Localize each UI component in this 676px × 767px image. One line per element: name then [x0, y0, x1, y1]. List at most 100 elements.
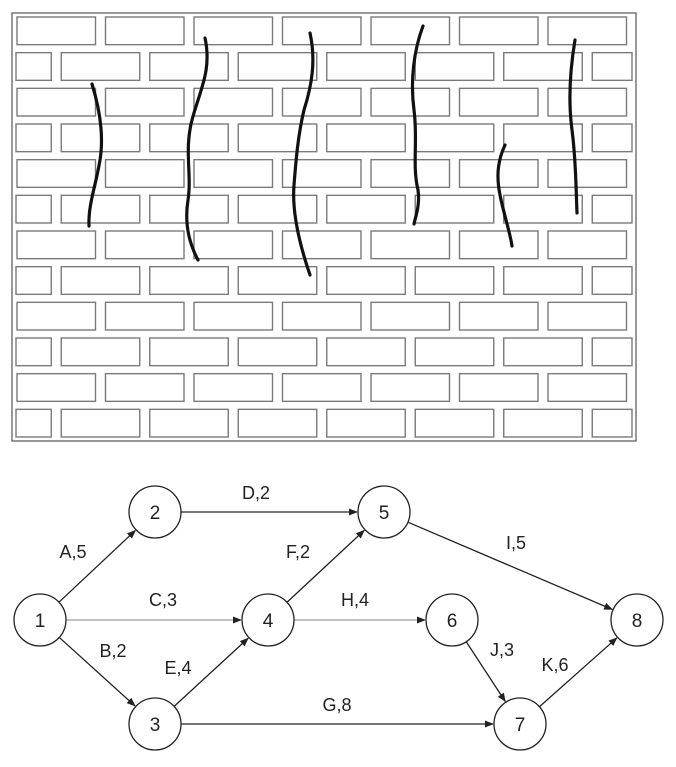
network-edges [58, 508, 618, 728]
brick [503, 265, 583, 296]
node-1: 1 [13, 593, 67, 647]
brick [16, 301, 97, 331]
brick [547, 301, 628, 331]
brick [15, 123, 52, 153]
node-circle [128, 485, 182, 539]
brick [15, 408, 52, 438]
brick [15, 265, 52, 296]
brick [237, 408, 318, 438]
edge-1-3 [58, 636, 136, 707]
brick [414, 123, 495, 153]
brick [104, 158, 185, 189]
wall-outline [11, 12, 637, 442]
brick [591, 194, 633, 224]
node-4: 4 [241, 593, 295, 647]
brick [15, 194, 52, 224]
node-label: 5 [379, 503, 390, 524]
brick [591, 337, 633, 367]
brick [193, 230, 274, 260]
brick [547, 16, 628, 46]
node-circle [610, 593, 664, 647]
brick [414, 408, 495, 438]
node-3: 3 [128, 697, 182, 751]
brick [237, 337, 318, 367]
node-label: 4 [263, 611, 274, 632]
node-circle [13, 593, 67, 647]
brick [237, 265, 318, 296]
brick [60, 408, 141, 438]
edge-label-1-2: A,5 [59, 542, 86, 562]
node-8: 8 [610, 593, 664, 647]
brick [458, 87, 539, 117]
brick [458, 230, 539, 260]
brick-wall [11, 12, 637, 442]
brick [458, 16, 539, 46]
brick [326, 123, 406, 153]
brick [370, 372, 451, 403]
node-2: 2 [128, 485, 182, 539]
brick [458, 301, 539, 331]
brick [547, 372, 628, 403]
brick [60, 194, 141, 224]
edge-label-4-5: F,2 [286, 542, 310, 562]
brick [370, 158, 451, 189]
brick [503, 123, 583, 153]
brick [60, 51, 141, 82]
brick [326, 408, 406, 438]
activity-network: A,5C,3B,2D,2F,2E,4H,4G,8J,3I,5K,6 123456… [13, 483, 664, 751]
brick [547, 87, 628, 117]
brick [237, 51, 318, 82]
node-label: 2 [150, 503, 161, 524]
edge-label-3-7: G,8 [322, 695, 351, 715]
crack [410, 24, 425, 226]
crack [87, 82, 104, 228]
brick [149, 337, 229, 367]
node-label: 7 [515, 715, 526, 736]
edge-6-7 [465, 641, 506, 703]
brick [193, 301, 274, 331]
cracks [87, 24, 579, 277]
brick [16, 87, 97, 117]
node-7: 7 [493, 697, 547, 751]
brick [104, 87, 185, 117]
node-circle [493, 697, 547, 751]
crack [185, 36, 209, 262]
brick [326, 51, 406, 82]
crack [568, 38, 579, 215]
node-label: 8 [632, 611, 643, 632]
brick [547, 230, 628, 260]
brick [16, 230, 97, 260]
brick [370, 16, 451, 46]
crack [292, 31, 315, 277]
edge-7-8 [539, 637, 618, 708]
edge-label-2-5: D,2 [242, 483, 270, 503]
brick [149, 408, 229, 438]
brick [104, 301, 185, 331]
brick [591, 408, 633, 438]
brick [16, 158, 97, 189]
brick [547, 158, 628, 189]
brick [15, 51, 52, 82]
edge-1-2 [58, 529, 136, 603]
node-label: 6 [447, 611, 458, 632]
node-circle [425, 593, 479, 647]
brick [326, 337, 406, 367]
brick [414, 194, 495, 224]
brick [193, 372, 274, 403]
brick [16, 372, 97, 403]
edge-label-1-4: C,3 [149, 590, 177, 610]
network-nodes: 1 2 3 4 5 6 7 8 [13, 485, 664, 751]
brick [16, 16, 97, 46]
edge-label-4-6: H,4 [341, 590, 369, 610]
brick [503, 337, 583, 367]
brick [281, 301, 362, 331]
brick [281, 16, 362, 46]
brick [503, 194, 583, 224]
brick [281, 372, 362, 403]
brick [104, 372, 185, 403]
brick [591, 265, 633, 296]
node-circle [128, 697, 182, 751]
brick [591, 51, 633, 82]
brick [458, 372, 539, 403]
